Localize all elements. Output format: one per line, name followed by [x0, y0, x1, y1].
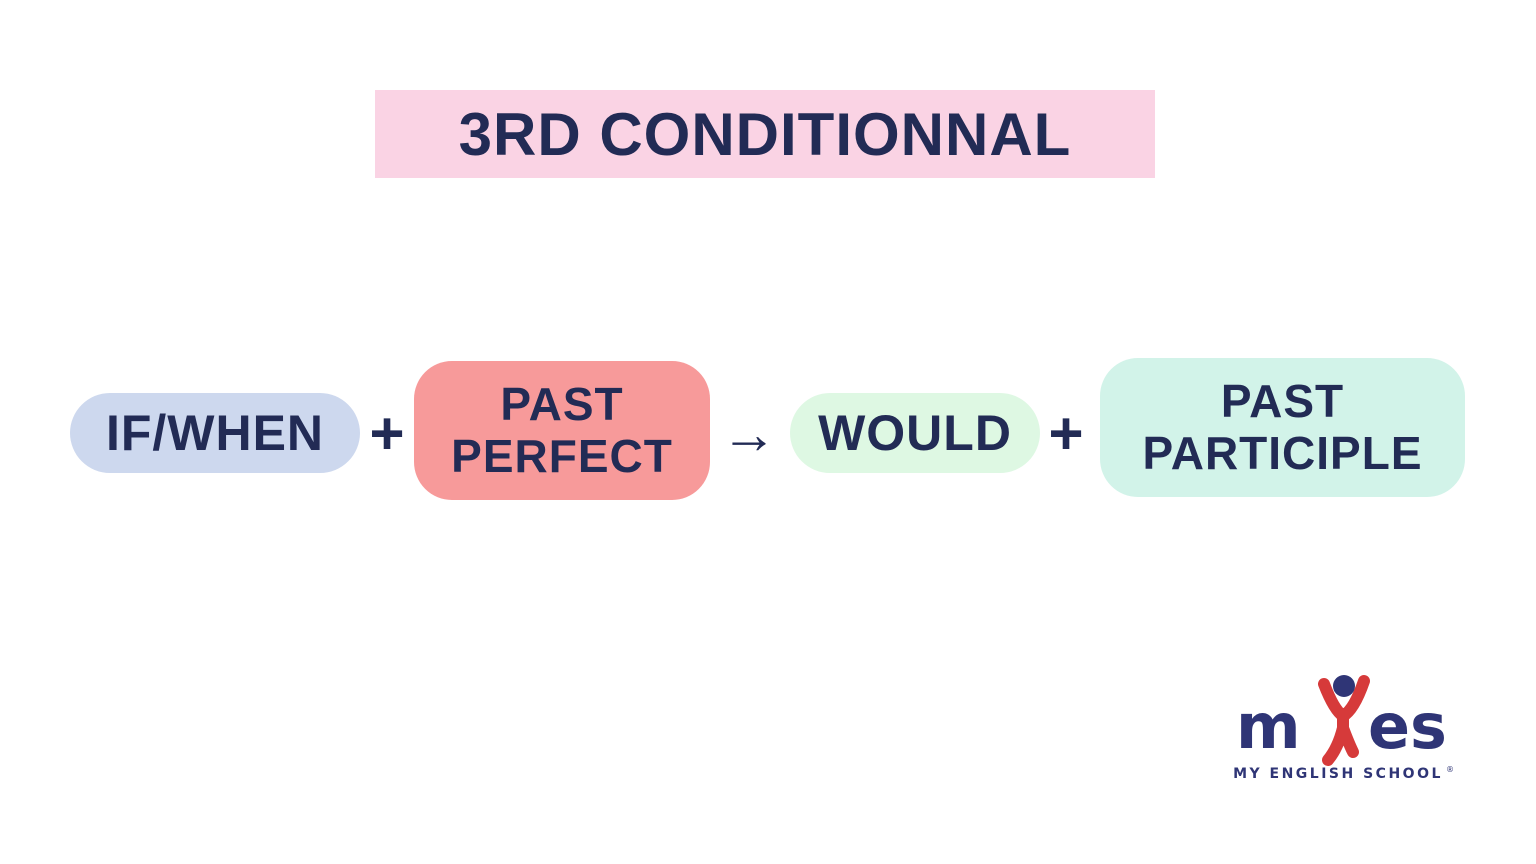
myes-logo-graphic: m es MY ENGLISH SCHOOL ®	[1233, 675, 1454, 782]
would-pill: WOULD	[790, 393, 1040, 473]
past-perfect-line1: PAST	[500, 377, 624, 430]
past-participle-line2: PARTICIPLE	[1142, 426, 1423, 479]
registered-trademark-symbol: ®	[1446, 765, 1454, 774]
person-arms-raised-icon	[1318, 675, 1370, 766]
slide-title: 3RD CONDITIONNAL	[458, 100, 1072, 168]
if-when-pill: IF/WHEN	[70, 393, 360, 473]
plus-operator-2: +	[1048, 399, 1084, 467]
person-head-dot	[1333, 675, 1355, 697]
past-perfect-line2: PERFECT	[451, 429, 673, 482]
logo-wordmark-m: m	[1236, 690, 1301, 763]
logo-tagline: MY ENGLISH SCHOOL	[1233, 766, 1443, 782]
right-arrow-icon: →	[721, 401, 777, 465]
past-perfect-box: PAST PERFECT	[414, 361, 710, 500]
past-participle-box: PAST PARTICIPLE	[1100, 358, 1465, 497]
title-banner: 3RD CONDITIONNAL	[375, 90, 1155, 178]
myes-logo: m es MY ENGLISH SCHOOL ®	[1228, 668, 1458, 786]
past-participle-line1: PAST	[1220, 374, 1345, 427]
logo-wordmark-es: es	[1368, 690, 1447, 763]
plus-operator-1: +	[369, 399, 405, 467]
